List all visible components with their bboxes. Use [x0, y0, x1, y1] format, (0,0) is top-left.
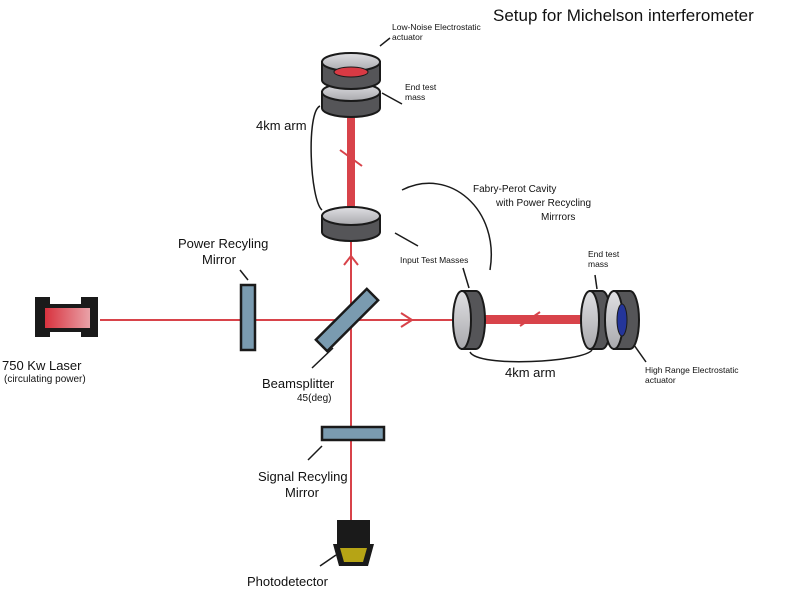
low-noise-label-1: Low-Noise Electrostatic — [392, 22, 482, 32]
laser-label: 750 Kw Laser — [2, 358, 82, 373]
low-noise-electrostatic-actuator — [321, 52, 381, 90]
end-test-mass-top-leader — [381, 92, 403, 105]
signal-recycling-label-1: Signal Recyling — [258, 469, 348, 484]
signal-recycling-mirror — [320, 425, 386, 442]
signal-recycling-label-2: Mirror — [285, 485, 320, 500]
horizontal-arm-label: 4km arm — [505, 365, 556, 380]
beamsplitter-leader — [311, 347, 334, 369]
end-test-mass-top-label-1: End test — [405, 82, 437, 92]
low-noise-leader — [379, 37, 391, 47]
beamsplitter-angle-label: 45(deg) — [297, 393, 331, 404]
photodetector-leader — [319, 554, 337, 567]
end-test-mass-right-label-2: mass — [588, 259, 608, 269]
horizontal-input-test-mass — [452, 290, 486, 350]
vertical-arm-bracket — [310, 105, 323, 211]
vertical-input-test-mass — [321, 206, 381, 242]
vertical-arm-label: 4km arm — [256, 118, 307, 133]
beam-cross-mark-horizontal — [519, 311, 541, 327]
fabry-perot-label-3: Mirrrors — [541, 212, 575, 223]
power-recycling-label-2: Mirror — [202, 252, 237, 267]
beam-cross-mark-vertical — [339, 149, 363, 167]
laser-source — [35, 297, 98, 337]
photodetector — [333, 520, 374, 566]
high-range-leader — [633, 344, 647, 363]
power-recycling-label-1: Power Recyling — [178, 236, 268, 251]
photodetector-label: Photodetector — [247, 574, 329, 589]
input-test-masses-label: Input Test Masses — [400, 255, 468, 265]
end-test-mass-right-label-1: End test — [588, 249, 620, 259]
low-noise-label-2: actuator — [392, 32, 423, 42]
power-recycling-mirror — [239, 283, 257, 352]
diagram-title: Setup for Michelson interferometer — [493, 6, 754, 25]
fabry-perot-arc — [401, 182, 492, 271]
end-test-mass-right-leader — [594, 274, 598, 290]
laser-sublabel: (circulating power) — [4, 374, 86, 385]
power-recycling-leader — [239, 269, 249, 281]
signal-recycling-leader — [307, 445, 323, 461]
fabry-perot-label-2: with Power Recycling — [495, 198, 591, 209]
beamsplitter — [314, 287, 380, 353]
input-test-masses-leader-top — [394, 232, 419, 247]
high-range-electrostatic-actuator — [604, 290, 640, 350]
beam-arrow-up — [343, 254, 359, 266]
laser-beam-paths — [100, 103, 585, 520]
beam-arrow-right — [400, 312, 414, 328]
beamsplitter-label: Beamsplitter — [262, 376, 335, 391]
high-range-label-1: High Range Electrostatic — [645, 365, 739, 375]
high-range-label-2: actuator — [645, 375, 676, 385]
end-test-mass-top-label-2: mass — [405, 92, 425, 102]
fabry-perot-label-1: Fabry-Perot Cavity — [473, 184, 556, 195]
input-test-masses-leader-right — [462, 267, 470, 289]
horizontal-arm-bracket — [469, 349, 593, 363]
